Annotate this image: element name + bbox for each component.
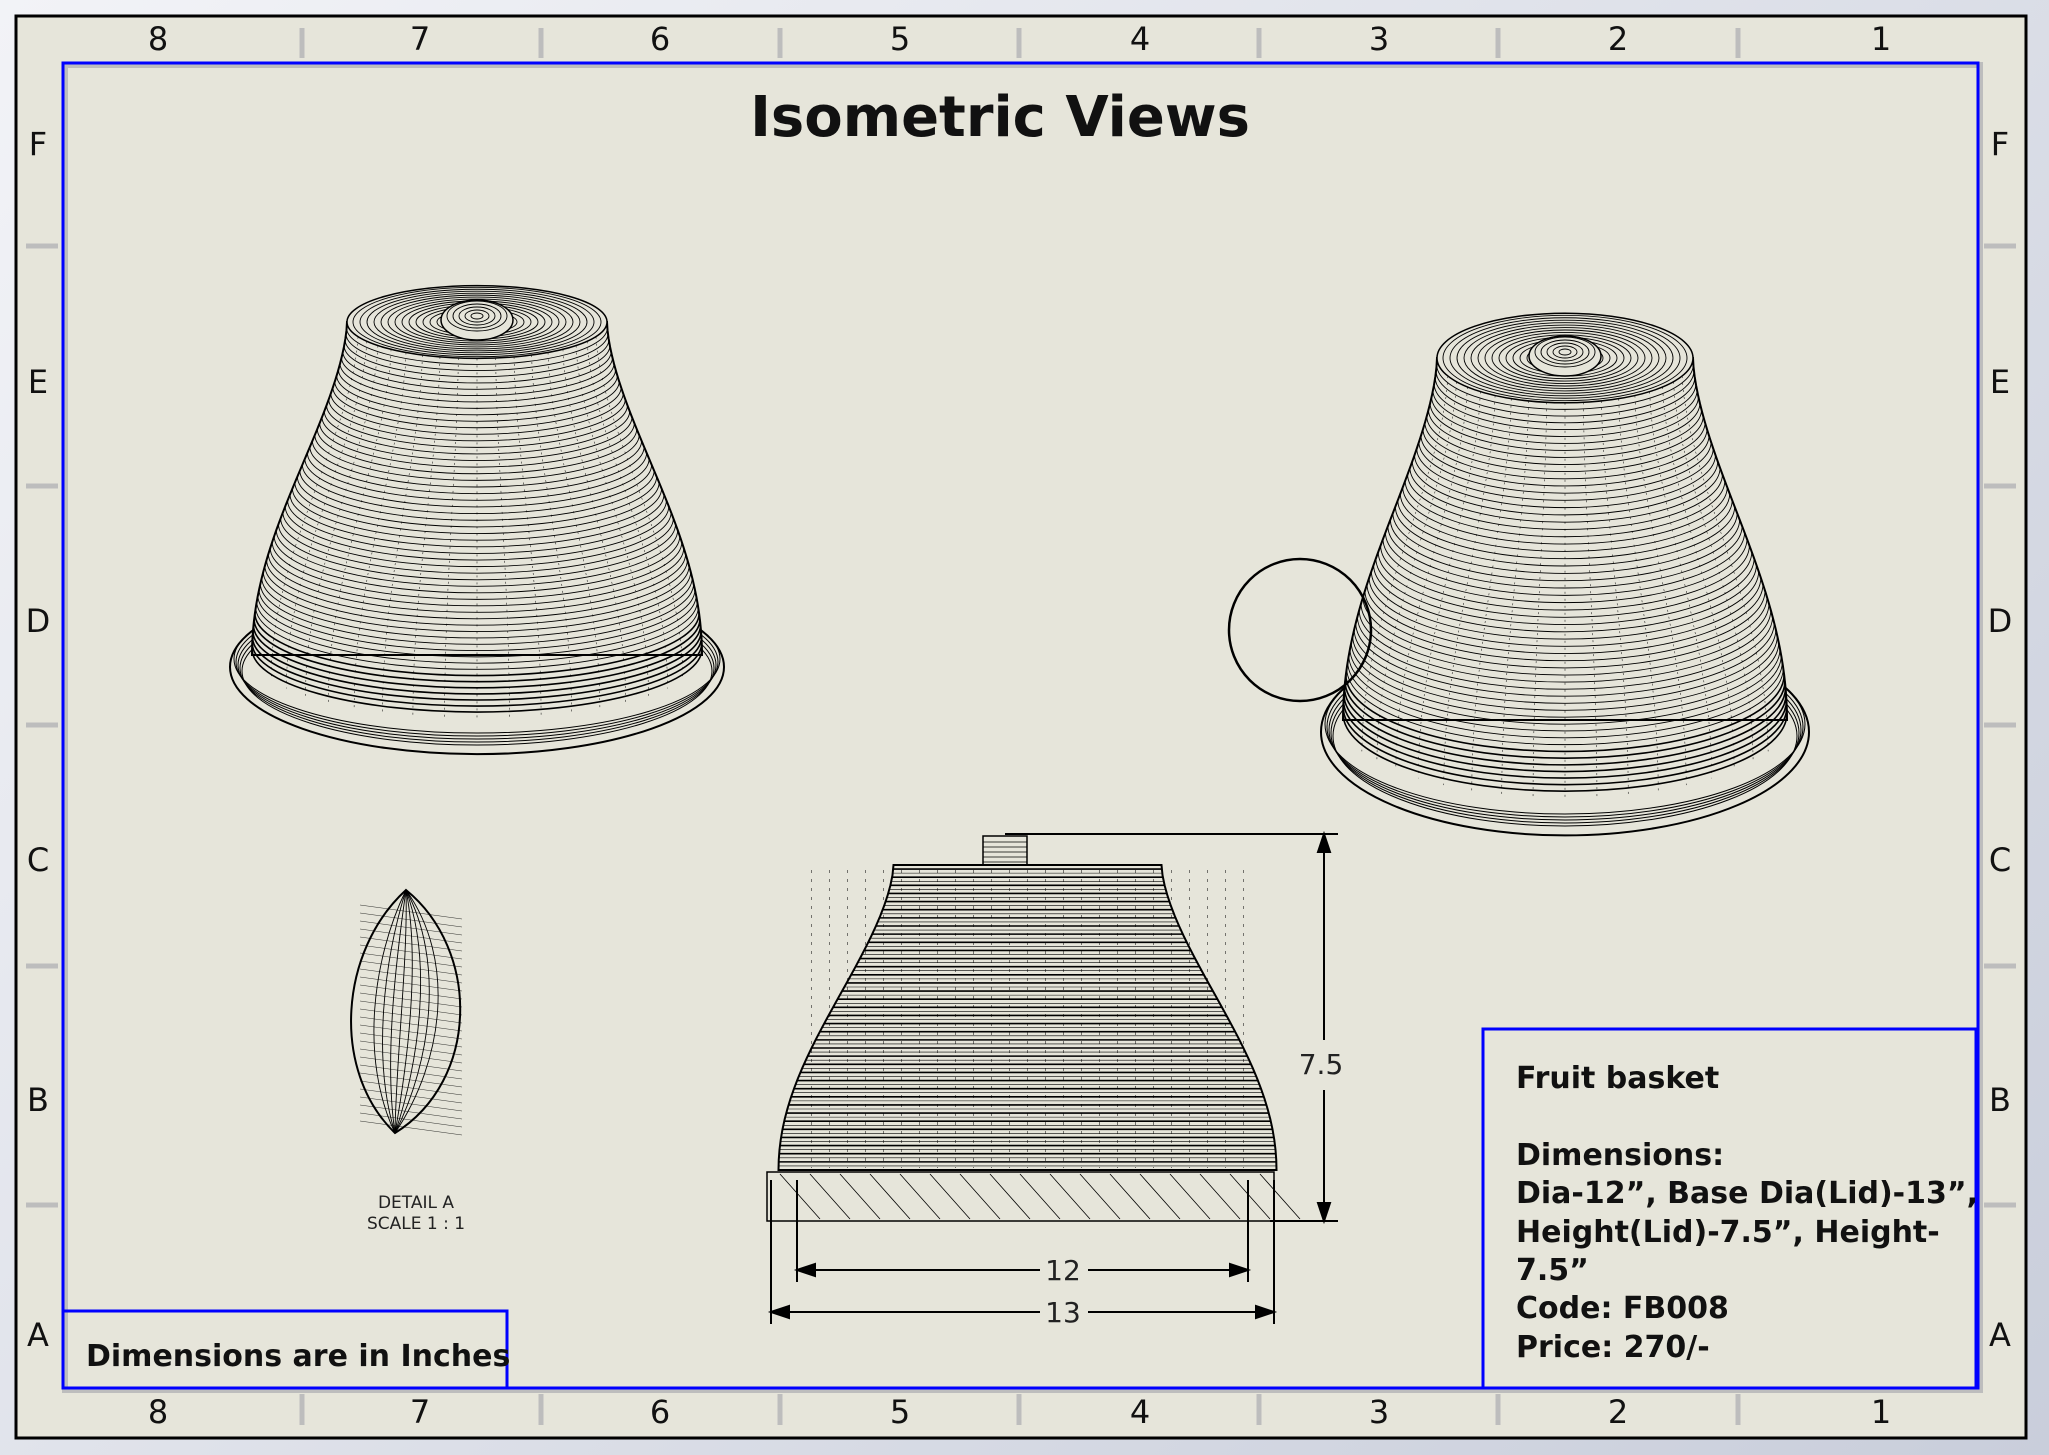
zone-column-label: 2: [1608, 20, 1628, 58]
zone-ticks: [26, 28, 2016, 1425]
product-name: Fruit basket: [1516, 1061, 1719, 1096]
detail-a-view: [350, 888, 463, 1136]
dimension-height: 7.5: [1299, 1048, 1344, 1081]
zone-row-label: A: [27, 1316, 49, 1354]
zone-column-label: 8: [148, 20, 168, 58]
detail-label: DETAIL A: [378, 1193, 454, 1213]
dimensions-heading: Dimensions:: [1516, 1138, 1724, 1173]
dimension-dia: 12: [1045, 1254, 1081, 1287]
zone-row-label: C: [27, 841, 49, 879]
zone-row-label: C: [1989, 841, 2011, 879]
zone-row-label: E: [1990, 363, 2010, 401]
zone-column-label: 4: [1130, 20, 1150, 58]
product-price: Price: 270/-: [1516, 1330, 1710, 1365]
dimensions-line: 7.5”: [1516, 1253, 1589, 1288]
zone-column-label: 6: [650, 1393, 670, 1431]
zone-column-label: 3: [1369, 20, 1389, 58]
detail-circle: [1227, 557, 1373, 703]
zone-row-label: B: [1989, 1081, 2011, 1119]
zone-column-label: 4: [1130, 1393, 1150, 1431]
zone-row-label: B: [27, 1081, 49, 1119]
info-box: [1481, 1027, 1978, 1390]
product-code: Code: FB008: [1516, 1291, 1729, 1326]
page-title: Isometric Views: [750, 85, 1250, 150]
zone-column-label: 2: [1608, 1393, 1628, 1431]
units-note: Dimensions are in Inches: [86, 1339, 510, 1374]
zone-row-label: D: [26, 602, 51, 640]
dimensions-line: Dia-12”, Base Dia(Lid)-13”,: [1516, 1176, 1978, 1211]
zone-column-label: 6: [650, 20, 670, 58]
zone-column-label: 1: [1871, 20, 1891, 58]
info-text: Fruit basket Dimensions: Dia-12”, Base D…: [1516, 1061, 1978, 1365]
zone-column-label: 5: [890, 20, 910, 58]
zone-column-label: 1: [1871, 1393, 1891, 1431]
drawing-frame: [61, 61, 1980, 1390]
zone-column-label: 5: [890, 1393, 910, 1431]
zone-column-label: 7: [410, 20, 430, 58]
zone-row-label: F: [29, 125, 47, 163]
zone-row-label: F: [1991, 125, 2009, 163]
isometric-view-left: [229, 284, 725, 756]
units-note-box: [61, 1309, 509, 1390]
dimensions-line: Height(Lid)-7.5”, Height-: [1516, 1215, 1940, 1250]
zone-row-label: D: [1988, 602, 2013, 640]
dimension-base-dia: 13: [1045, 1296, 1081, 1329]
dimension-lines: [767, 830, 1338, 1324]
isometric-view-right: [1320, 312, 1810, 837]
zone-column-label: 3: [1369, 1393, 1389, 1431]
zone-column-label: 7: [410, 1393, 430, 1431]
front-view: [766, 835, 1301, 1222]
zone-row-label: A: [1989, 1316, 2011, 1354]
zone-column-label: 8: [148, 1393, 168, 1431]
zone-row-label: E: [28, 363, 48, 401]
detail-scale: SCALE 1 : 1: [367, 1214, 465, 1234]
